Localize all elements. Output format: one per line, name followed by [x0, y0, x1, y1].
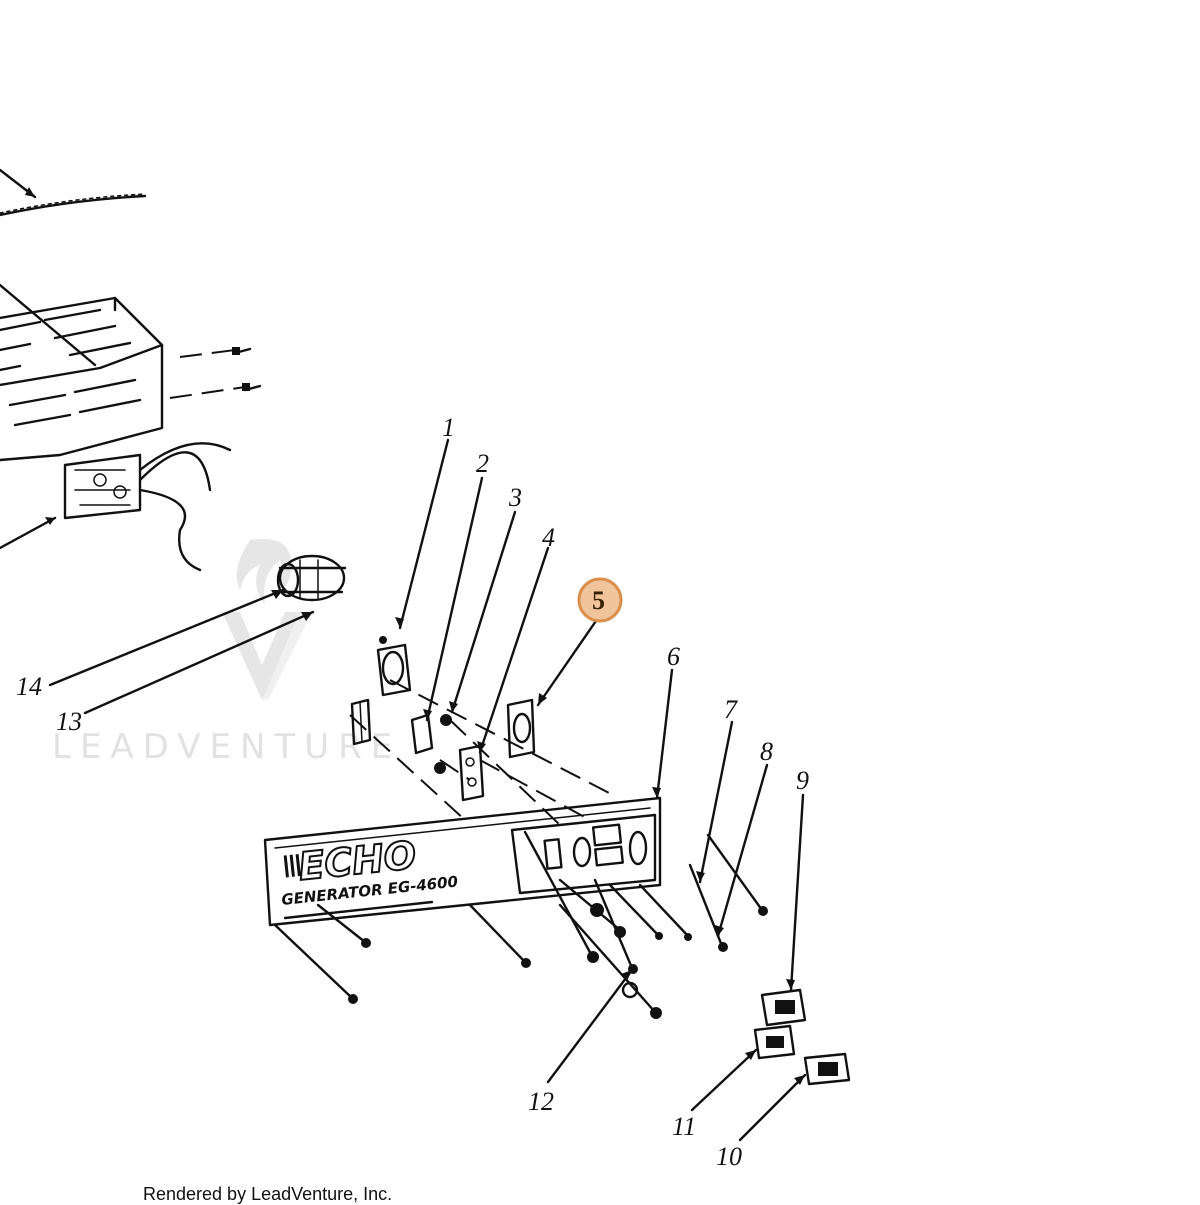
callout-8[interactable]: 8 [760, 737, 773, 766]
front-panel: ECHO GENERATOR EG-4600 [263, 796, 662, 927]
footer-credit: Rendered by LeadVenture, Inc. [143, 1184, 393, 1204]
callout-6[interactable]: 6 [667, 642, 680, 671]
receptacle-part-1 [376, 636, 412, 697]
callout-1[interactable]: 1 [442, 413, 455, 442]
callout-5[interactable]: 5 [592, 586, 605, 615]
cable-part [0, 168, 147, 217]
watermark-text: LEADVENTURE [52, 727, 401, 767]
switch-part-11 [753, 1024, 796, 1060]
switch-part-10 [803, 1052, 851, 1086]
callout-4[interactable]: 4 [542, 523, 555, 552]
callout-2[interactable]: 2 [476, 449, 489, 478]
outlet-part-4 [458, 744, 485, 802]
block-part-left [350, 698, 372, 746]
callout-7[interactable]: 7 [724, 695, 738, 724]
screw-set [273, 830, 768, 1019]
callout-3[interactable]: 3 [508, 483, 522, 512]
switch-part-2 [410, 713, 434, 755]
receptacle-part-5 [506, 698, 536, 759]
callout-12[interactable]: 12 [528, 1087, 554, 1116]
callout-14[interactable]: 14 [16, 672, 42, 701]
circuit-breaker-part [276, 554, 347, 602]
callout-11[interactable]: 11 [672, 1112, 696, 1141]
callout-9[interactable]: 9 [796, 766, 809, 795]
callout-10[interactable]: 10 [716, 1142, 742, 1171]
watermark-logo [222, 539, 312, 700]
panel-brand-logo: ECHO [296, 833, 418, 889]
terminal-block [0, 442, 232, 572]
callout-13[interactable]: 13 [56, 707, 82, 736]
switch-part-9 [760, 988, 807, 1027]
control-box-housing [0, 283, 262, 462]
nut-part-3 [440, 714, 452, 726]
callout-5-highlight[interactable]: 5 [577, 577, 623, 623]
